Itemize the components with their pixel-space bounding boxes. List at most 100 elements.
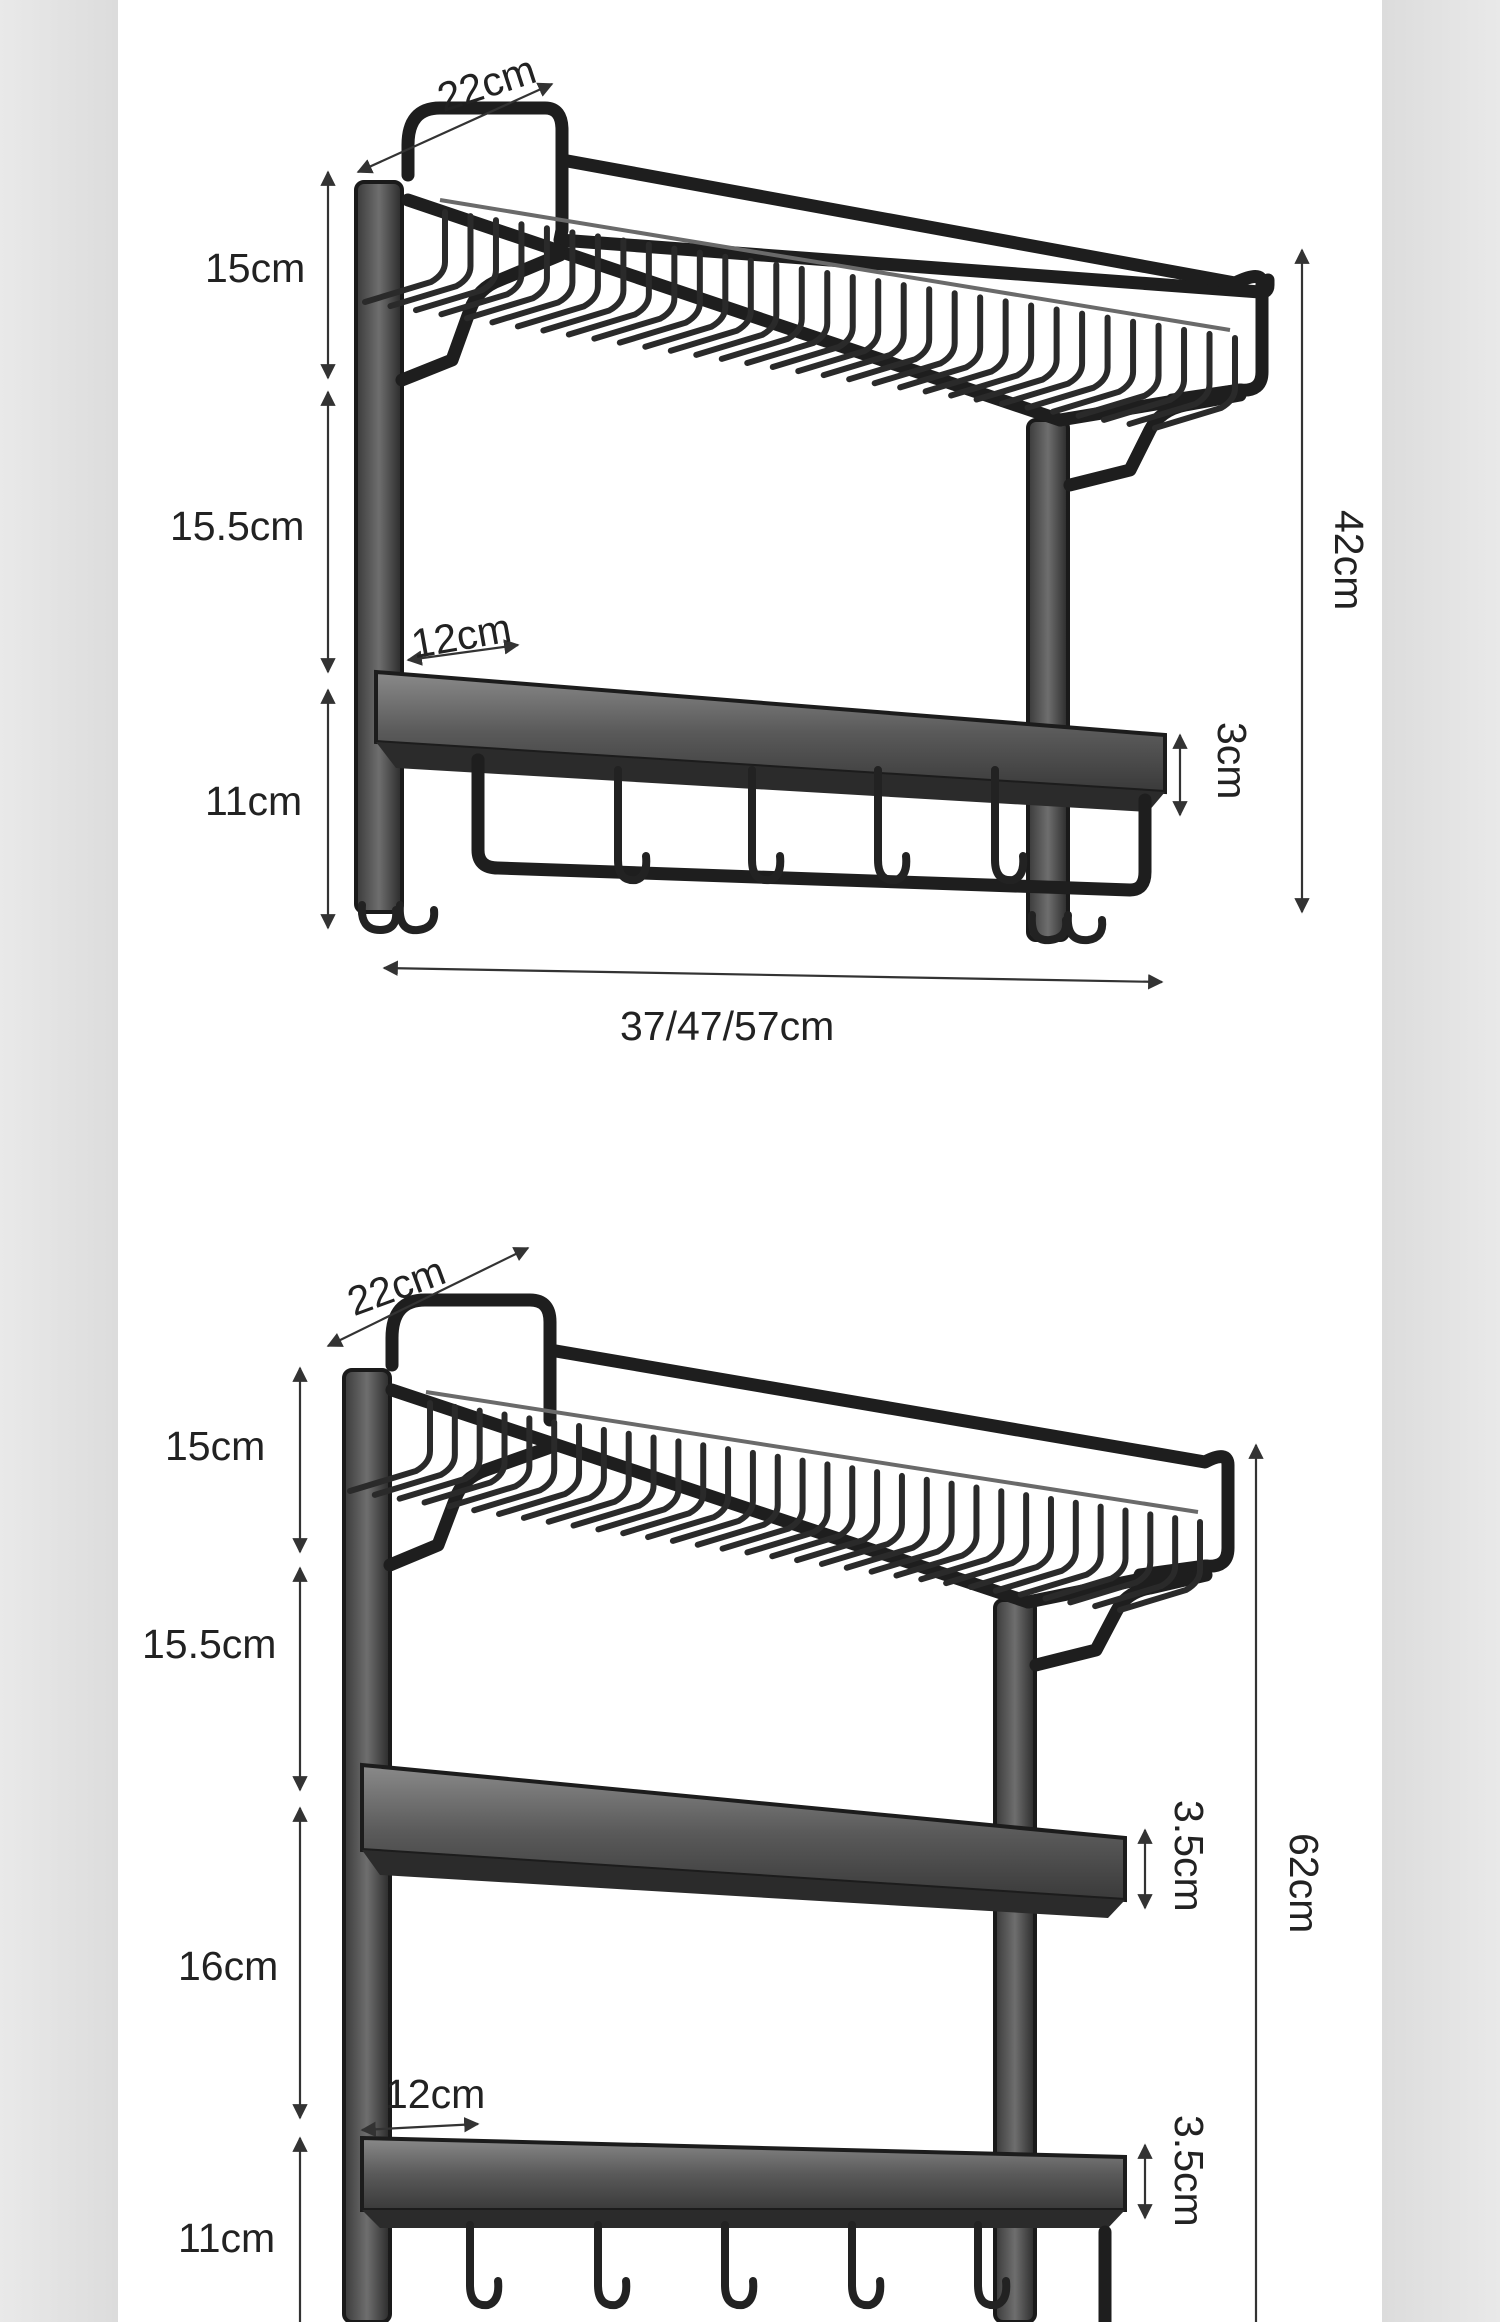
- left-margin: [0, 0, 118, 2322]
- right-margin: [1382, 0, 1500, 2322]
- bottom-tray: [374, 669, 1167, 897]
- top-basket: [383, 1293, 1235, 1672]
- basket-wire: [893, 1484, 980, 1579]
- right-wall-hook-icon: [1063, 911, 1107, 945]
- basket-wire: [694, 1453, 781, 1548]
- basket-wire: [645, 1446, 732, 1541]
- hook-icon: [721, 2221, 758, 2310]
- basket-wire: [744, 1461, 831, 1556]
- basket-wires: [362, 209, 1238, 431]
- middle-tray: [360, 1762, 1127, 1918]
- hook-icon: [614, 766, 651, 885]
- basket-wire: [922, 298, 1009, 395]
- basket-wire: [565, 241, 652, 338]
- height-2-label: 15.5cm: [142, 1621, 276, 1667]
- basket-wire: [471, 1419, 558, 1514]
- basket-wire: [1017, 1503, 1104, 1598]
- height-1-label: 15cm: [165, 1423, 265, 1469]
- basket-wire: [820, 282, 907, 379]
- hook-icon: [594, 2221, 631, 2310]
- width-label: 37/47/57cm: [620, 1003, 834, 1049]
- basket-wire: [371, 1403, 458, 1498]
- basket-wire: [362, 209, 448, 305]
- hook-icon: [874, 766, 911, 885]
- basket-wire: [718, 265, 805, 362]
- basket-wire: [846, 286, 933, 383]
- height-3-label: 16cm: [178, 1943, 278, 1989]
- left-wall-hook-icon: [357, 901, 401, 935]
- hook-icon: [991, 766, 1028, 885]
- basket-wire: [794, 1469, 881, 1564]
- basket-wire: [387, 213, 474, 310]
- lip-bottom-label: 3.5cm: [1166, 2115, 1212, 2227]
- height-2-label: 15.5cm: [170, 503, 304, 549]
- basket-wire: [489, 229, 576, 326]
- basket-wire: [897, 294, 984, 391]
- basket-wire: [818, 1472, 905, 1567]
- bottom-tray: [360, 2135, 1127, 2322]
- basket-wire: [667, 257, 754, 354]
- basket-wire: [719, 1457, 806, 1552]
- basket-wire: [1126, 330, 1213, 427]
- basket-wire: [1050, 318, 1137, 415]
- basket-wire: [973, 306, 1060, 403]
- lip-label: 3cm: [1209, 722, 1255, 799]
- basket-wire: [446, 1415, 533, 1510]
- basket-wire: [795, 278, 882, 375]
- hook-icon: [466, 2221, 503, 2310]
- basket-wire: [769, 274, 856, 371]
- basket-wire: [871, 290, 958, 387]
- basket-wire: [1152, 335, 1238, 431]
- basket-wire: [616, 249, 703, 346]
- basket-wire: [1075, 322, 1162, 419]
- basket-wire: [693, 261, 780, 358]
- basket-wire: [769, 1465, 856, 1560]
- basket-wire: [412, 217, 499, 314]
- basket-wire: [545, 1430, 632, 1525]
- total-height-label: 42cm: [1326, 510, 1372, 610]
- basket-wire: [992, 1499, 1079, 1594]
- basket-wire: [396, 1407, 483, 1502]
- height-4-label: 11cm: [178, 2215, 275, 2261]
- basket-wire: [744, 269, 831, 366]
- basket-wire: [999, 310, 1086, 407]
- dimensions-a: 22cm 15cm 15.5cm 12cm 11cm 3cm 42cm 37/4…: [170, 46, 1372, 1049]
- dimensions-b: 22cm 15cm 15.5cm 3.5cm 62cm 16cm 12cm 11…: [142, 1247, 1327, 2322]
- basket-wire: [438, 221, 525, 318]
- left-wall-hook-icon: [395, 901, 439, 935]
- total-height-label: 62cm: [1281, 1833, 1327, 1933]
- basket-wire: [514, 233, 601, 330]
- depth-bottom-label: 12cm: [408, 605, 515, 668]
- basket-wire: [1067, 1511, 1154, 1606]
- basket-wire: [868, 1480, 955, 1575]
- basket-wire: [843, 1476, 930, 1571]
- lip-mid-label: 3.5cm: [1166, 1800, 1212, 1912]
- rack-three-tier: [342, 1293, 1235, 2322]
- basket-wire: [540, 237, 627, 334]
- basket-wire: [948, 302, 1035, 399]
- right-post: [1026, 418, 1070, 942]
- basket-wire: [463, 225, 550, 322]
- basket-wire: [620, 1442, 707, 1537]
- basket-wire: [421, 1411, 508, 1506]
- height-3-label: 11cm: [205, 778, 302, 824]
- basket-wire: [1042, 1507, 1129, 1602]
- basket-wires: [347, 1400, 1203, 1613]
- basket-wire: [1101, 326, 1188, 423]
- bottom-hooks: [614, 766, 1028, 885]
- basket-wire: [1092, 1515, 1179, 1610]
- basket-wire: [1117, 1519, 1203, 1613]
- hook-icon: [974, 2221, 1011, 2310]
- basket-wire: [1024, 314, 1111, 411]
- height-1-label: 15cm: [205, 245, 305, 291]
- basket-wire: [496, 1423, 583, 1518]
- basket-wire: [669, 1449, 756, 1544]
- basket-wire: [347, 1400, 433, 1494]
- basket-wire: [595, 1438, 682, 1533]
- basket-wire: [918, 1488, 1005, 1583]
- basket-wire: [520, 1426, 607, 1521]
- basket-wire: [642, 253, 729, 350]
- depth-bottom-label: 12cm: [385, 2071, 485, 2117]
- hook-icon: [748, 766, 785, 885]
